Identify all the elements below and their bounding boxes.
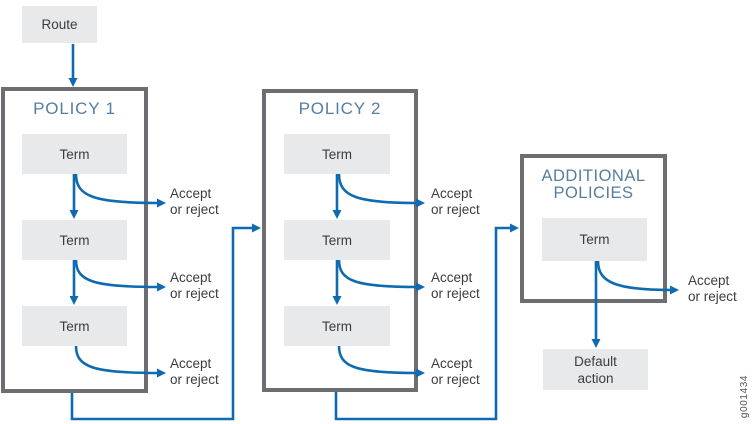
term-label: Term: [322, 318, 352, 334]
policy-1-title: POLICY 1: [33, 99, 116, 118]
default-action-box: Default action: [543, 349, 648, 390]
accept-reject-label: Accept or reject: [170, 270, 219, 301]
accept-reject-label: Accept or reject: [431, 186, 480, 217]
route-box: Route: [22, 6, 97, 43]
policy-1-term-3: Term: [22, 306, 127, 346]
policy-2-term-3: Term: [284, 306, 390, 346]
term-label: Term: [59, 146, 90, 162]
policy-1-term-1: Term: [22, 134, 127, 174]
accept-reject-label: Accept or reject: [431, 356, 480, 387]
accept-reject-label: Accept or reject: [170, 186, 219, 217]
policy-2-term-1: Term: [284, 134, 390, 174]
policy-2-term-2: Term: [284, 220, 390, 260]
term-label: Term: [579, 232, 610, 247]
term-label: Term: [322, 146, 352, 162]
term-label: Term: [59, 318, 90, 334]
term-label: Term: [59, 232, 90, 248]
default-action-label: Default action: [574, 353, 617, 386]
term-label: Term: [322, 232, 352, 248]
additional-policies-title: ADDITIONAL POLICIES: [541, 167, 646, 202]
figure-id: g001434: [739, 374, 751, 418]
policy-1-term-2: Term: [22, 220, 127, 260]
accept-reject-label: Accept or reject: [170, 356, 219, 387]
additional-policies-term: Term: [542, 218, 647, 261]
route-label: Route: [41, 17, 78, 32]
accept-reject-label: Accept or reject: [431, 270, 480, 301]
accept-reject-label: Accept or reject: [688, 273, 737, 304]
policy-2-title: POLICY 2: [298, 99, 382, 118]
